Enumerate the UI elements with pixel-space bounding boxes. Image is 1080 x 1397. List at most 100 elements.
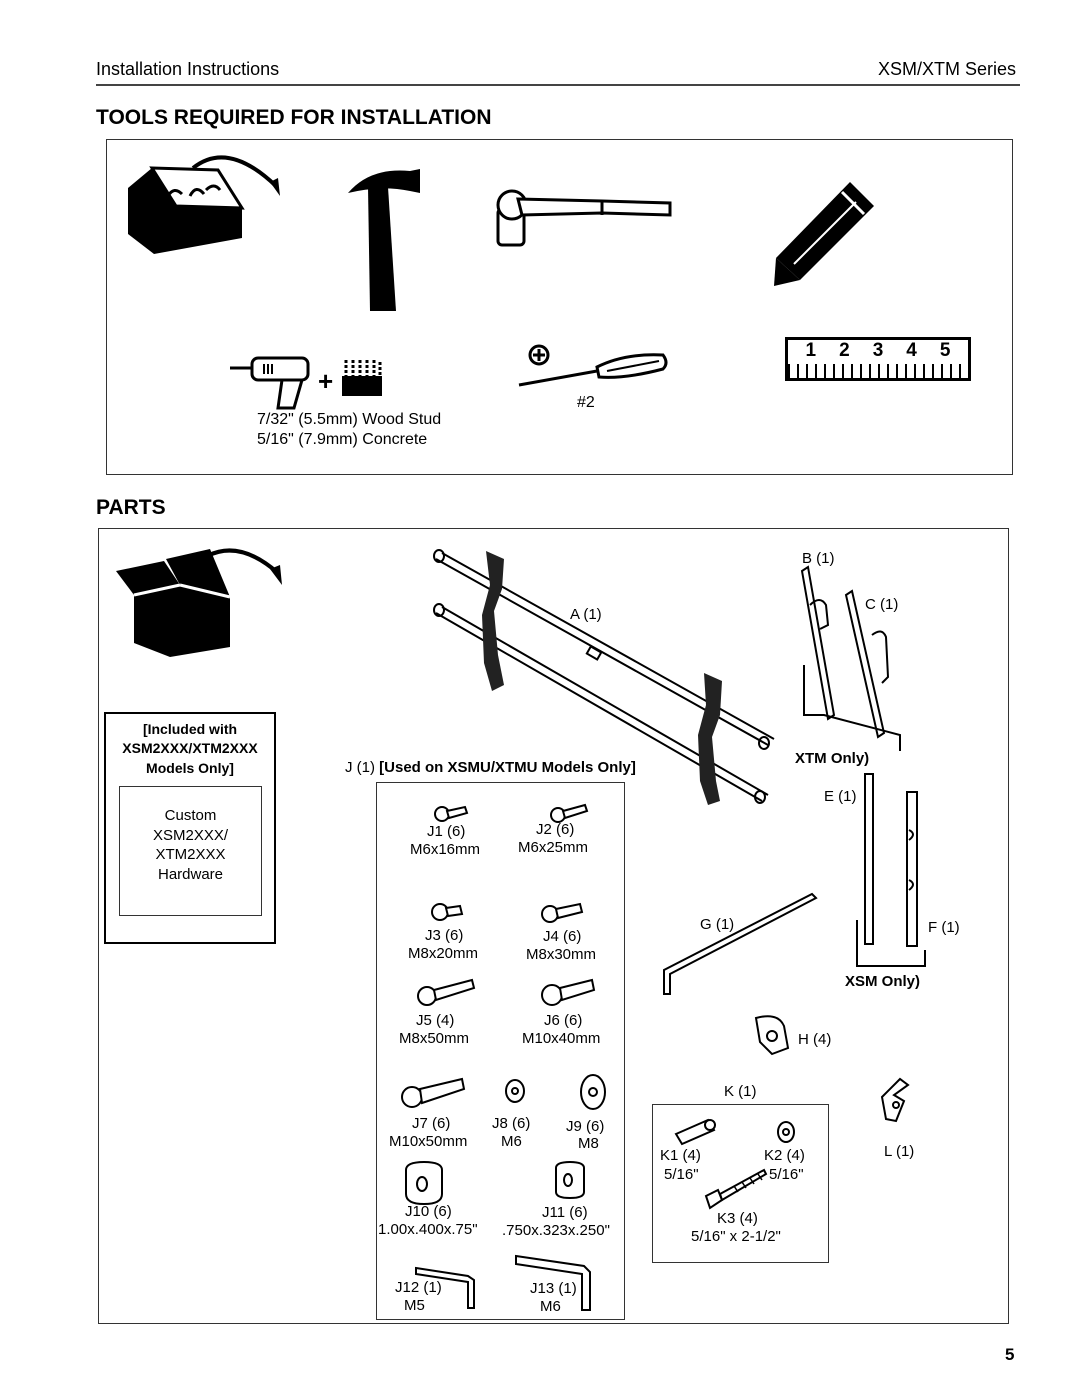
screw-j6-drawing [541,978,596,1006]
custom-hardware-box [119,786,262,916]
part-j7-name: J7 (6) [412,1115,451,1132]
ruler-icon: 1 2 3 4 5 [785,337,971,381]
ruler-number: 5 [939,340,951,361]
part-j9-size: M8 [578,1135,599,1152]
part-j4-size: M8x30mm [526,946,597,963]
part-j8-size: M6 [501,1133,522,1150]
screw-j2-drawing [550,803,589,823]
spacer-j10-drawing [405,1160,443,1206]
toolbox-icon [128,155,280,254]
screw-j3-drawing [431,903,464,921]
part-j11-size: .750x.323x.250" [502,1222,610,1239]
plus-sign: + [318,366,334,396]
part-k3-name: K3 (4) [717,1210,758,1227]
included-line2: XSM2XXX/XTM2XXX [122,740,258,756]
screw-j4-drawing [541,902,584,923]
part-g-label: G (1) [700,916,735,933]
ruler-number: 1 [805,340,817,361]
part-c-label: C (1) [865,596,899,613]
hex-key-j13-drawing [515,1254,591,1311]
washer-k2-drawing [777,1121,795,1143]
included-box [104,712,276,944]
part-e-label: E (1) [824,788,857,805]
header-left: Installation Instructions [96,59,280,79]
screw-j1-drawing [434,805,469,822]
part-j9-name: J9 (6) [566,1118,605,1135]
custom-line2: XSM2XXX/ [152,827,229,844]
custom-line1: Custom [164,807,217,824]
header-rule [96,84,1020,86]
screw-j7-drawing [401,1077,466,1108]
hex-key-j12-drawing [415,1266,475,1309]
part-j13-size: M6 [540,1298,561,1315]
part-h-drawing [754,1015,790,1056]
xsm-only-label: XSM Only) [845,973,921,990]
xtm-only-label: XTM Only) [795,750,870,767]
part-l-label: L (1) [884,1143,915,1160]
hammer-icon [348,169,420,311]
part-e-f-drawing [856,773,926,967]
tools-box [106,139,1013,475]
ruler-number: 4 [906,340,917,361]
page-number: 5 [1005,1345,1015,1364]
ruler-number: 2 [839,340,850,361]
custom-line4: Hardware [157,866,224,883]
washer-j8-drawing [505,1079,525,1103]
included-line1: [Included with [142,721,238,737]
drill-bits-icon [342,360,382,396]
part-j2-size: M6x25mm [518,839,589,856]
part-h-label: H (4) [798,1031,832,1048]
screwdriver-label: #2 [577,394,595,411]
part-f-label: F (1) [928,919,960,936]
part-j11-name: J11 (6) [542,1204,588,1221]
part-j1-size: M6x16mm [410,841,481,858]
parts-box [98,528,1009,1324]
mounting-rails-drawing [433,549,775,805]
washer-j9-drawing [580,1074,606,1110]
part-j5-name: J5 (4) [416,1012,455,1029]
spacer-j11-drawing [555,1160,585,1200]
part-j12-name: J12 (1) [395,1279,442,1296]
lag-bolt-k3-drawing [704,1168,768,1210]
part-k3-size: 5/16" x 2-1/2" [691,1228,781,1245]
part-j13-name: J13 (1) [530,1280,577,1297]
part-j-box [376,782,625,1320]
part-l-drawing [880,1077,910,1123]
socket-wrench-icon [496,189,672,247]
part-j3-size: M8x20mm [408,945,479,962]
part-j6-name: J6 (6) [544,1012,583,1029]
part-k-label: K (1) [724,1083,757,1100]
part-j7-size: M10x50mm [389,1133,468,1150]
part-j3-name: J3 (6) [425,927,464,944]
part-k2-size: 5/16" [769,1166,804,1183]
parts-title: PARTS [96,496,166,519]
custom-line3: XTM2XXX [155,846,226,863]
part-j6-size: M10x40mm [522,1030,601,1047]
ruler-number: 3 [872,340,884,361]
part-j10-size: 1.00x.400x.75" [378,1221,478,1238]
part-j10-name: J10 (6) [405,1203,452,1220]
part-j5-size: M8x50mm [399,1030,470,1047]
part-j8-name: J8 (6) [492,1115,531,1132]
screwdriver-icon [518,344,668,387]
part-k2-name: K2 (4) [764,1147,805,1164]
part-a-label: A (1) [570,606,602,623]
included-line3: Models Only] [146,760,234,776]
anchor-k1-drawing [674,1118,716,1146]
part-j12-size: M5 [404,1297,425,1314]
part-j2-name: J2 (6) [536,821,575,838]
tools-title: TOOLS REQUIRED FOR INSTALLATION [96,106,492,129]
drill-wood-text: 7/32" (5.5mm) Wood Stud [257,411,442,428]
drill-concrete-text: 5/16" (7.9mm) Concrete [257,431,428,448]
part-j-count: J (1) [345,759,375,776]
part-j1-name: J1 (6) [427,823,466,840]
header-right: XSM/XTM Series [877,59,1016,79]
hex-key-g-drawing [663,892,818,995]
part-k-box [652,1104,829,1263]
part-j-note: [Used on XSMU/XTMU Models Only] [379,759,636,776]
screw-j5-drawing [417,978,476,1006]
part-k1-size: 5/16" [664,1166,699,1183]
part-b-label: B (1) [802,550,835,567]
shipping-box-icon [116,548,282,657]
part-b-c-drawing [800,565,901,751]
